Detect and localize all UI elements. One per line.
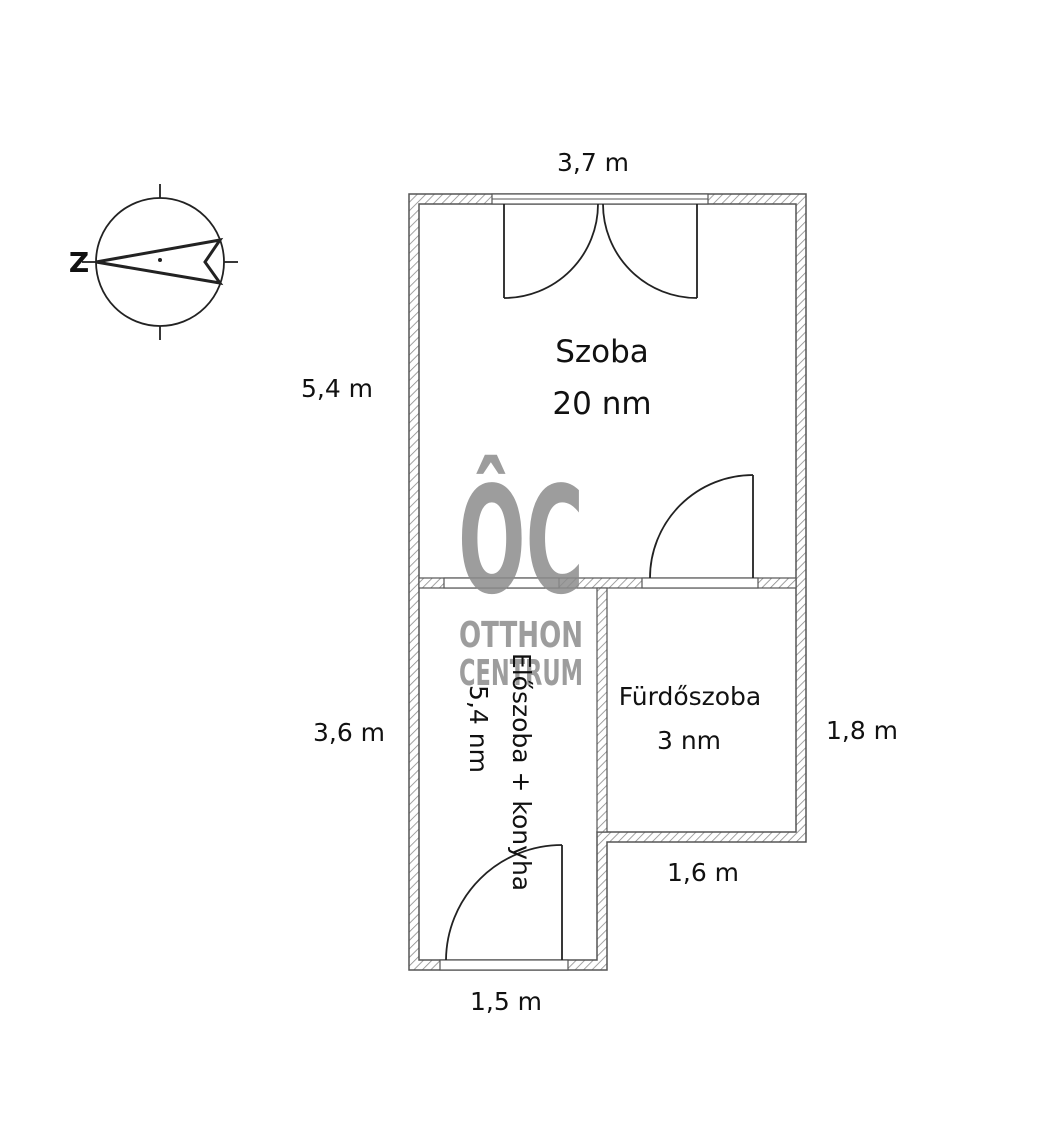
dimension-top: 3,7 m: [557, 148, 629, 177]
door-bathroom: [641, 474, 759, 589]
double-door-top: [503, 203, 698, 299]
watermark-mark: ÔC: [458, 454, 584, 627]
watermark-line1: OTTHON: [459, 615, 583, 656]
window-top: [491, 193, 709, 205]
dimension-left-upper: 5,4 m: [301, 374, 373, 403]
compass-icon: [82, 184, 238, 340]
room-furdo-name: Fürdőszoba: [619, 682, 762, 711]
room-eloszoba-name: Előszoba + konyha: [507, 653, 536, 891]
dimension-bottom: 1,5 m: [470, 987, 542, 1016]
watermark-line2: CENTRUM: [459, 653, 583, 694]
watermark-logo: ÔC OTTHON CENTRUM: [458, 454, 584, 694]
dimension-right-lower: 1,8 m: [826, 716, 898, 745]
room-eloszoba-area: 5,4 nm: [464, 685, 493, 773]
dimension-bath-bottom: 1,6 m: [667, 858, 739, 887]
interior-wall-vertical: [596, 587, 608, 833]
room-furdo-area: 3 nm: [657, 726, 721, 755]
passage-opening: [443, 577, 560, 589]
room-szoba-name: Szoba: [555, 334, 649, 370]
door-entrance: [439, 844, 569, 971]
room-szoba-area: 20 nm: [552, 386, 651, 422]
compass-north-letter: Z: [69, 246, 89, 279]
dimension-left-lower: 3,6 m: [313, 718, 385, 747]
